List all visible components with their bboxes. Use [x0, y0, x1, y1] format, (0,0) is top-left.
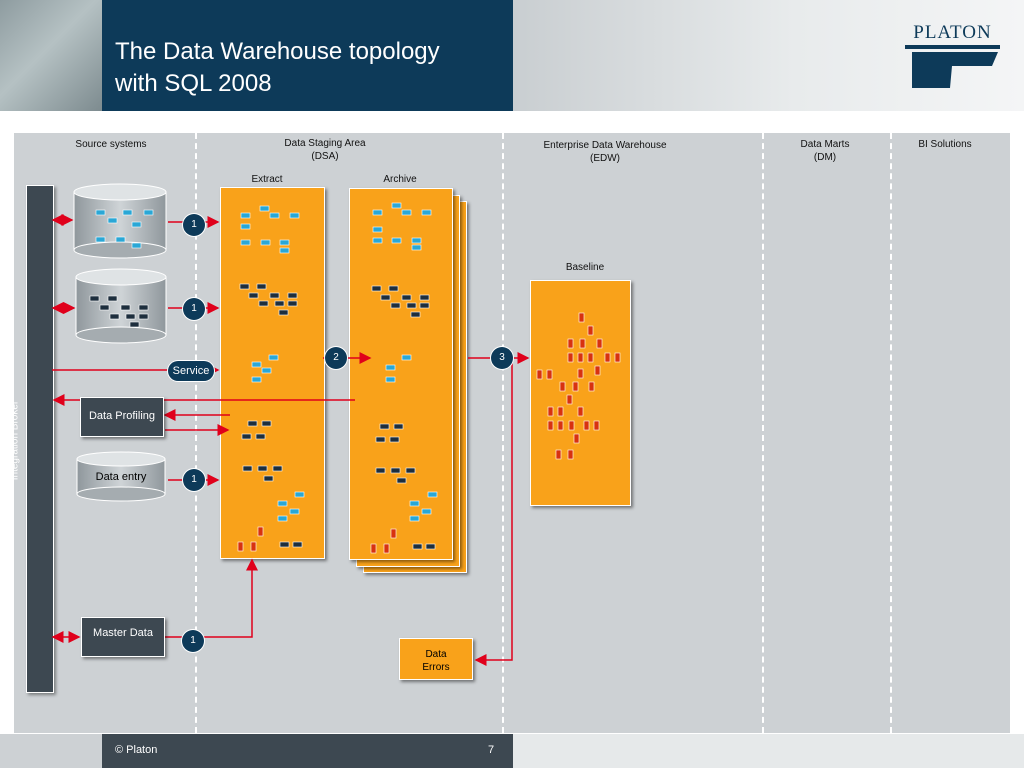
heading-baseline: Baseline: [565, 262, 605, 273]
footer-right: [513, 734, 1024, 768]
step-badge-2: 2: [325, 347, 347, 369]
extract-panel: [220, 187, 325, 559]
header-band: [102, 0, 513, 111]
column-separator: [762, 133, 764, 733]
column-separator: [195, 133, 197, 733]
step-badge-1: 1: [183, 469, 205, 491]
column-separator: [890, 133, 892, 733]
platon-logo-text: PLATON: [913, 22, 992, 43]
step-badge-1: 1: [183, 214, 205, 236]
column-separator: [502, 133, 504, 733]
heading-edw: Enterprise Data Warehouse (EDW): [543, 140, 667, 164]
integration-broker-bar: [26, 185, 54, 693]
step-badge-1: 1: [183, 298, 205, 320]
source-db-1: [73, 183, 167, 259]
heading-source-systems: Source systems: [75, 139, 147, 150]
heading-bi-solutions: BI Solutions: [918, 139, 972, 150]
master-data-box: Master Data: [81, 617, 165, 657]
heading-extract: Extract: [251, 174, 283, 185]
heading-data-marts: Data Marts (DM): [800, 139, 850, 163]
step-badge-3: 3: [491, 347, 513, 369]
footer-left: [0, 734, 102, 768]
data-errors-label: Data Errors: [422, 649, 450, 673]
data-entry-db: [76, 451, 166, 502]
data-entry-label: Data entry: [95, 471, 147, 483]
step-badge-1: 1: [182, 630, 204, 652]
heading-dsa: Data Staging Area (DSA): [284, 138, 366, 162]
service-pill: Service: [168, 361, 214, 381]
archive-panel: [349, 188, 453, 560]
source-db-2: [75, 268, 167, 344]
footer-copyright: © Platon: [115, 744, 158, 756]
data-errors-box: [399, 638, 473, 680]
page-number: 7: [488, 744, 495, 756]
slide-title: The Data Warehouse topology with SQL 200…: [115, 38, 440, 97]
heading-archive: Archive: [383, 174, 417, 185]
data-profiling-box: Data Profiling: [80, 397, 164, 437]
footer-band: [102, 734, 513, 768]
header-statue-photo: [0, 0, 102, 111]
